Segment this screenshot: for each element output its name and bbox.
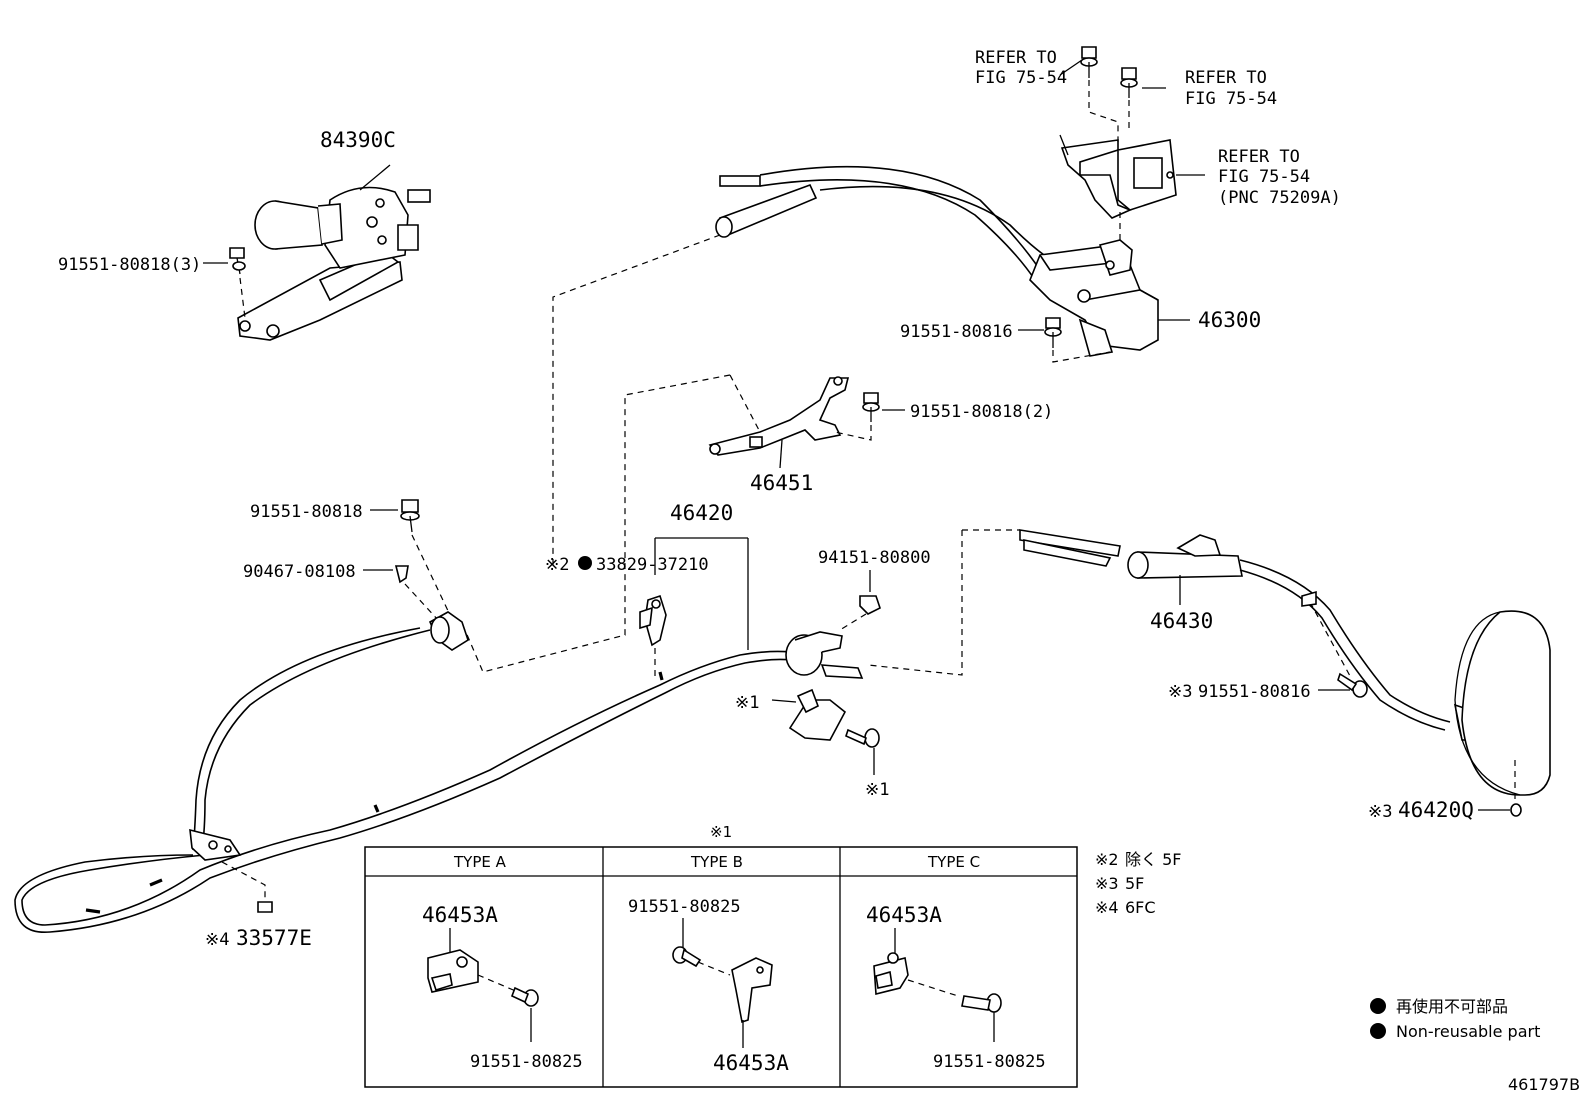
type-b-bolt-icon: [672, 946, 702, 968]
legend-text-en: Non-reusable part: [1396, 1022, 1540, 1041]
part-upper-cables: [715, 165, 1061, 281]
part-brake-drum: [1454, 610, 1551, 796]
bolt-91551-80818-3-icon: [229, 247, 246, 275]
label-46420: 46420: [670, 501, 733, 525]
bolt-mark1-icon: [845, 728, 880, 748]
type-a-bracket-icon: [427, 949, 479, 993]
label-84390c: 84390C: [320, 128, 396, 152]
label-mark1-left: ※1: [735, 693, 759, 713]
clip-90467-08108-icon: [394, 565, 409, 584]
part-46420q-icon: [1510, 803, 1522, 817]
label-90467-08108: 90467-08108: [243, 562, 356, 582]
part-33829-37210-clip: [639, 594, 667, 647]
part-84390c-switch: [237, 164, 431, 341]
label-refer-bracket-2: FIG 75-54: [1218, 167, 1310, 187]
note-mark4: ※4: [1095, 898, 1119, 917]
type-c-part-bottom: 91551-80825: [933, 1052, 1046, 1072]
note-mark2: ※2: [1095, 850, 1119, 869]
type-a-part-top: 46453A: [422, 903, 498, 927]
non-reusable-dot-icon: [578, 556, 592, 570]
type-b-part-top: 91551-80825: [628, 897, 741, 917]
type-table: [364, 846, 1078, 1088]
label-refer-bracket-3: (PNC 75209A): [1218, 188, 1341, 208]
label-91551-80818-2: 91551-80818(2): [910, 402, 1053, 422]
nut-94151-80800-icon: [859, 595, 881, 615]
label-94151-80800: 94151-80800: [818, 548, 931, 568]
table-header-type-c: TYPE C: [927, 853, 980, 871]
type-c-bracket-icon: [873, 952, 909, 996]
table-mark: ※1: [710, 823, 732, 841]
label-mark4-33577e: ※4: [205, 930, 229, 950]
type-a-part-bottom: 91551-80825: [470, 1052, 583, 1072]
label-mark3-46420q: ※3: [1368, 802, 1392, 822]
type-a-bolt-icon: [510, 986, 539, 1007]
legend-dot-icon-1: [1370, 998, 1386, 1014]
legend-text-jp: 再使用不可部品: [1396, 997, 1508, 1016]
label-91551-80816-top: 91551-80816: [900, 322, 1013, 342]
label-91551-80816-right: 91551-80816: [1198, 682, 1311, 702]
type-c-part-top: 46453A: [866, 903, 942, 927]
legend-dot-icon-2: [1370, 1023, 1386, 1039]
label-refer-bracket-1: REFER TO: [1218, 147, 1300, 167]
bolt-top-right-icon: [1120, 67, 1138, 98]
note-mark3-text: 5F: [1125, 874, 1144, 893]
bolt-91551-80818-2-icon: [862, 392, 880, 422]
label-mark1-bottom: ※1: [865, 780, 889, 800]
bolt-top-left-icon: [1080, 46, 1098, 78]
bolt-91551-80816-top-icon: [1044, 317, 1062, 348]
label-46420q: 46420Q: [1398, 798, 1474, 822]
part-33577e-icon: [257, 901, 273, 913]
label-refer-top-right-2: FIG 75-54: [1185, 89, 1277, 109]
label-33829-37210: 33829-37210: [596, 555, 709, 575]
diagram-id: 461797B: [1508, 1075, 1580, 1094]
note-mark4-text: 6FC: [1125, 898, 1156, 917]
bolt-91551-80816-right-icon: [1337, 672, 1368, 698]
type-b-part-bottom: 46453A: [713, 1051, 789, 1075]
part-46451-bracket: [708, 376, 850, 456]
part-75209a-bracket: [1059, 134, 1177, 219]
label-91551-80818: 91551-80818: [250, 502, 363, 522]
label-mark3-91551: ※3: [1168, 682, 1192, 702]
type-c-bolt-icon: [961, 993, 1002, 1013]
label-46451: 46451: [750, 471, 813, 495]
table-header-type-b: TYPE B: [690, 853, 743, 871]
bolt-91551-80818-icon: [400, 499, 420, 533]
table-header-type-a: TYPE A: [453, 853, 507, 871]
label-refer-top-left-2: FIG 75-54: [975, 68, 1067, 88]
part-46300-bracket: [1029, 239, 1159, 357]
part-46420-main-cable: [14, 611, 791, 933]
part-cable-equalizer: [785, 631, 864, 741]
note-mark2-text: 除く 5F: [1125, 850, 1181, 869]
part-46430-cable: [1019, 529, 1526, 747]
label-refer-top-left-1: REFER TO: [975, 48, 1057, 68]
label-mark2-33829: ※2: [545, 555, 569, 575]
note-mark3: ※3: [1095, 874, 1119, 893]
label-46430: 46430: [1150, 609, 1213, 633]
label-33577e: 33577E: [236, 926, 312, 950]
label-91551-80818-3: 91551-80818(3): [58, 255, 201, 275]
label-46300: 46300: [1198, 308, 1261, 332]
label-refer-top-right-1: REFER TO: [1185, 68, 1267, 88]
type-b-bracket-icon: [731, 957, 773, 1024]
